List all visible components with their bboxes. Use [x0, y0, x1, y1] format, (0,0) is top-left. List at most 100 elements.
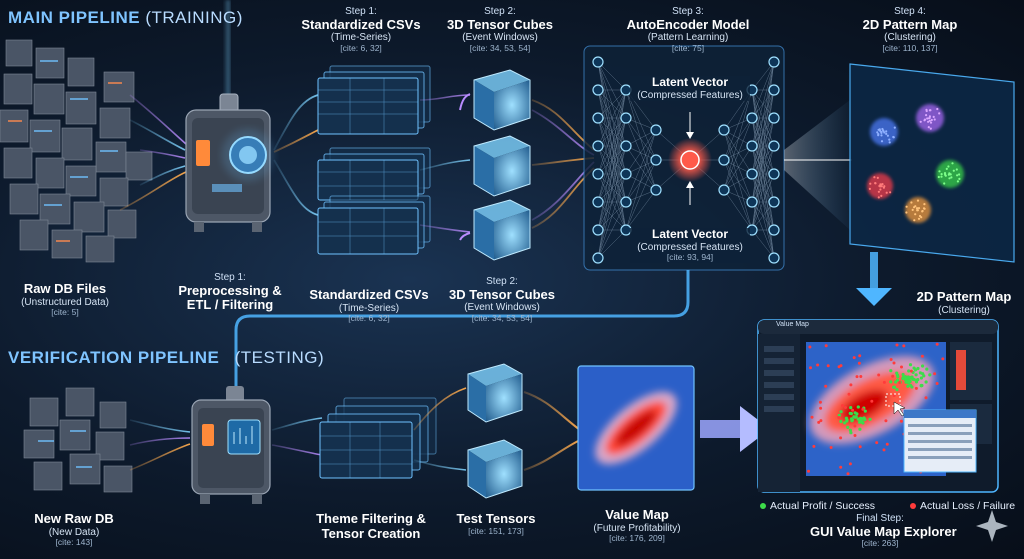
loss-point [857, 361, 861, 365]
etl-to-csv-flow [273, 94, 319, 216]
cluster-point [945, 167, 948, 170]
cluster-point [927, 126, 930, 129]
neuron-node [768, 56, 780, 68]
cluster-point [914, 213, 917, 216]
profit-point [854, 415, 858, 419]
csv-to-tensor-flow [419, 93, 471, 241]
cluster-point [947, 173, 951, 176]
loss-point [877, 373, 881, 377]
profit-point [914, 378, 918, 382]
final-step-caption: Final Step: GUI Value Map Explorer [cite… [810, 513, 957, 549]
final-step-title: GUI Value Map Explorer [810, 523, 957, 539]
loss-point [829, 446, 833, 449]
loss-point [818, 400, 822, 404]
tensor-bottom-title: 3D Tensor Cubes [449, 286, 555, 302]
cluster-point [927, 120, 930, 123]
csv-top-caption: Step 1: Standardized CSVs (Time-Series) … [296, 6, 426, 54]
cluster-point [952, 169, 955, 172]
loss-point [844, 406, 847, 409]
cluster-point [944, 174, 947, 177]
profit-point [916, 366, 920, 371]
profit-point [908, 376, 912, 380]
pattern-map-2-caption: 2D Pattern Map (Clustering) [904, 289, 1024, 316]
latent-bottom-caption: Latent Vector (Compressed Features) [cit… [630, 227, 750, 264]
cluster-point [930, 118, 933, 122]
loss-point [849, 383, 853, 387]
loss-point [824, 344, 828, 348]
neuron-node [620, 112, 632, 124]
latent-top-title: Latent Vector [651, 75, 729, 89]
cluster-point [920, 216, 923, 219]
cluster-point [877, 196, 880, 199]
cluster-point [877, 134, 880, 137]
cluster-point [905, 205, 908, 208]
cluster-point [880, 134, 883, 137]
profit-point [856, 405, 860, 409]
cluster-point [950, 176, 953, 179]
profit-point [895, 388, 899, 392]
loss-point [808, 345, 812, 349]
pattern-map-panel [849, 63, 1015, 263]
cluster-point [943, 182, 946, 185]
verification-pipeline-header: VERIFICATION PIPELINE (TESTING) [8, 348, 324, 368]
loss-point [899, 419, 903, 423]
profit-point [919, 376, 924, 380]
loss-point [819, 406, 823, 410]
profit-point [901, 372, 905, 377]
cluster-point [943, 172, 947, 175]
profit-point [839, 419, 843, 424]
profit-point [845, 419, 849, 423]
loss-point [839, 364, 843, 368]
neuron-node [592, 140, 604, 152]
loss-point [902, 344, 906, 348]
final-step-step: Final Step: [856, 513, 904, 524]
profit-point [906, 384, 910, 388]
loss-point [853, 434, 857, 437]
loss-point [859, 375, 863, 378]
theme-csv-grid [320, 422, 412, 478]
loss-point [935, 382, 939, 385]
loss-point [826, 364, 830, 368]
cluster-point [916, 207, 919, 210]
latent-bottom-sub: (Compressed Features) [637, 241, 743, 253]
theme-to-test-tensor-flow [413, 387, 467, 471]
cluster-point [889, 191, 892, 194]
autoencoder-step: Step 3: [672, 6, 704, 17]
csv-bottom-title: Standardized CSVs [309, 287, 429, 302]
profit-point [895, 371, 899, 375]
loss-point [855, 375, 859, 379]
autoencoder-caption: Step 3: AutoEncoder Model (Pattern Learn… [618, 6, 758, 54]
loss-point [824, 384, 828, 388]
csv-top-step: Step 1: [345, 6, 377, 17]
loss-point [858, 445, 862, 449]
raw-db-sub: (Unstructured Data) [21, 296, 109, 308]
neuron-node [592, 196, 604, 208]
value-map-caption: Value Map (Future Profitability) [cite: … [580, 507, 694, 544]
loss-point [807, 469, 810, 473]
latent-top-sub: (Compressed Features) [637, 89, 743, 101]
profit-point [909, 383, 913, 388]
neuron-node [620, 140, 632, 152]
loss-point [891, 374, 895, 378]
loss-point [817, 420, 821, 424]
loss-point [810, 415, 814, 419]
csv-stack-icon [317, 65, 431, 255]
loss-point [852, 356, 856, 360]
cluster-point [958, 173, 961, 176]
tensor-top-sub: (Event Windows) [462, 32, 538, 44]
test-tensors-caption: Test Tensors [cite: 151, 173] [446, 511, 546, 537]
neuron-node [650, 124, 662, 136]
profit-point [849, 406, 853, 410]
new-db-caption: New Raw DB (New Data) [cite: 143] [24, 511, 124, 548]
autoencoder-title: AutoEncoder Model [626, 16, 750, 32]
cluster-point [928, 116, 931, 119]
preprocess-step: Step 1: [214, 272, 246, 283]
loss-point [900, 365, 903, 369]
cluster-point [933, 118, 936, 121]
loss-point [846, 472, 850, 476]
neuron-node [768, 252, 780, 264]
new-db-title: New Raw DB [34, 511, 114, 526]
theme-title-2: Tensor Creation [321, 525, 421, 541]
profit-point [914, 368, 918, 372]
